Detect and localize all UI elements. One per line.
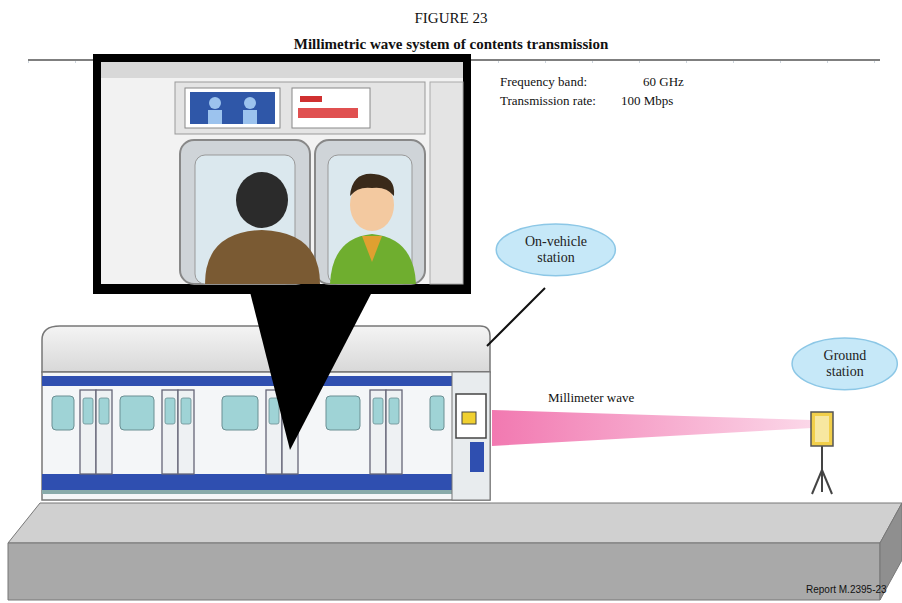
wave-label: Millimeter wave <box>548 390 634 406</box>
train <box>42 288 545 500</box>
millimeter-wave-beam <box>492 410 812 446</box>
platform-front <box>8 543 880 600</box>
station-ellipse: Ground station <box>791 337 898 391</box>
station-name: Ground station <box>810 348 880 380</box>
ground-station-device <box>811 412 833 494</box>
callout-wedge <box>250 292 372 450</box>
figure-heading: Millimetric wave system of contents tran… <box>294 36 609 53</box>
report-caption: Report M.2395-23 <box>806 584 887 595</box>
station-name: On-vehicle station <box>516 234 596 266</box>
spec-label: Transmission rate: <box>500 93 596 109</box>
platform-top <box>8 503 902 543</box>
spec-value: 100 Mbps <box>621 93 673 109</box>
screen-picture <box>93 54 471 294</box>
spec-label: Frequency band: <box>500 74 587 90</box>
station-ellipse: On-vehicle station <box>495 223 617 277</box>
spec-value: 60 GHz <box>643 74 684 90</box>
figure-title: FIGURE 23 <box>415 10 488 27</box>
